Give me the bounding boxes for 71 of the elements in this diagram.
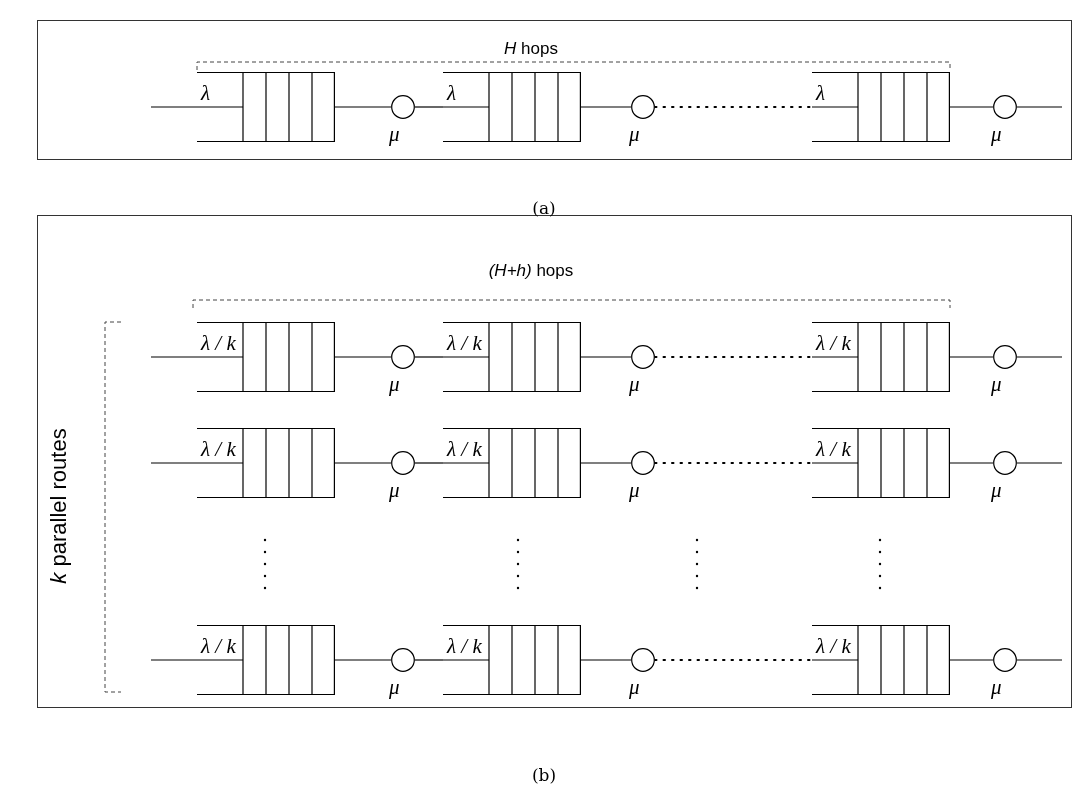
queue-symbol [197,428,335,498]
connector-line [654,462,813,464]
arrival-rate-label: λ [816,82,826,104]
connector-line [949,106,994,108]
connector-line [949,356,994,358]
arrival-rate-label: λ / k [201,438,236,460]
arrival-rate-label: λ / k [816,635,851,657]
connector-line [580,659,632,661]
connector-line [414,462,444,464]
queue-symbol [443,625,581,695]
connector-line [654,659,813,661]
service-rate-label: μ [991,676,1002,698]
queue-symbol [812,428,950,498]
service-rate-label: μ [389,676,400,698]
connector-line [150,462,198,464]
arrival-rate-label: λ / k [816,332,851,354]
arrival-rate-label: λ / k [447,332,482,354]
connector-line [949,462,994,464]
connector-line [580,356,632,358]
panel-frame [37,215,1072,708]
connector-line [334,356,392,358]
service-rate-label: μ [991,123,1002,145]
arrival-rate-label: λ / k [447,635,482,657]
service-rate-label: μ [629,479,640,501]
panel-frame [37,20,1072,160]
service-rate-label: μ [389,123,400,145]
connector-line [414,106,444,108]
connector-line [150,659,198,661]
service-rate-label: μ [629,123,640,145]
connector-line [654,106,813,108]
queue-symbol [443,322,581,392]
connector-line [150,356,198,358]
arrival-rate-label: λ [447,82,457,104]
service-rate-label: μ [991,373,1002,395]
arrival-rate-label: λ / k [816,438,851,460]
connector-line [1016,659,1063,661]
connector-line [949,659,994,661]
arrival-rate-label: λ [201,82,211,104]
connector-line [334,106,392,108]
queue-symbol [812,72,950,142]
connector-line [580,106,632,108]
connector-line [1016,356,1063,358]
queue-symbol [812,322,950,392]
routes-label: k parallel routes [46,428,72,584]
queue-symbol [443,428,581,498]
panel-caption: (a) [532,198,556,218]
connector-line [150,106,198,108]
service-rate-label: μ [991,479,1002,501]
connector-line [580,462,632,464]
queue-symbol [812,625,950,695]
hops-label: H hops [504,39,558,59]
connector-line [1016,106,1063,108]
connector-line [654,356,813,358]
queue-symbol [197,72,335,142]
service-rate-label: μ [629,676,640,698]
arrival-rate-label: λ / k [201,332,236,354]
service-rate-label: μ [629,373,640,395]
connector-line [334,462,392,464]
service-rate-label: μ [389,373,400,395]
connector-line [1016,462,1063,464]
queue-symbol [197,322,335,392]
connector-line [334,659,392,661]
arrival-rate-label: λ / k [201,635,236,657]
arrival-rate-label: λ / k [447,438,482,460]
connector-line [414,659,444,661]
queue-symbol [197,625,335,695]
hops-label: (H+h) hops [488,261,574,281]
service-rate-label: μ [389,479,400,501]
connector-line [414,356,444,358]
queue-symbol [443,72,581,142]
panel-caption: (b) [531,765,557,785]
